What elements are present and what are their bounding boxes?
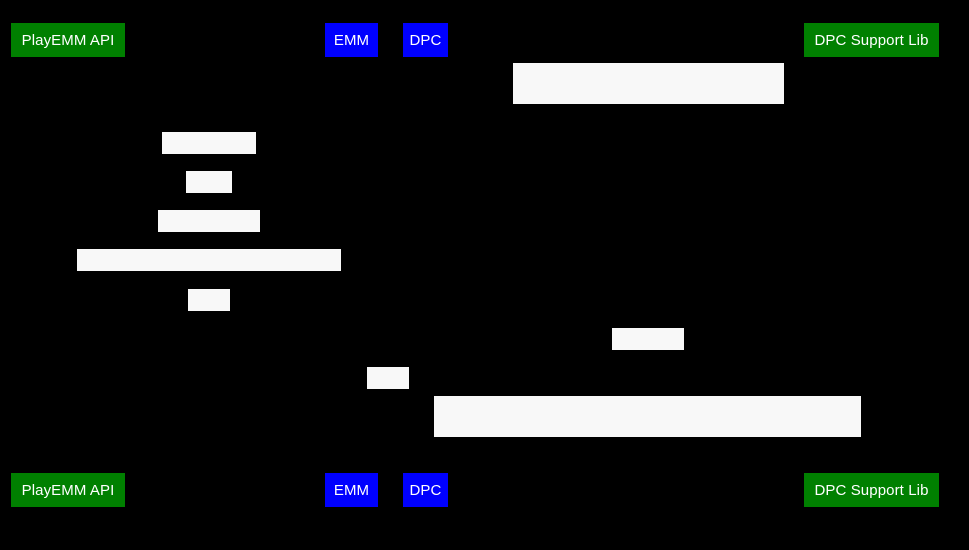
participant-footer-playemm-api-label: PlayEMM API <box>21 481 115 499</box>
participant-footer-emm[interactable]: EMM <box>325 473 378 507</box>
message-line-2: .ensureWorkingEnvironment(callback) <box>521 161 776 178</box>
lifeline-playemm-api <box>68 57 69 473</box>
participant-header-playemm-api[interactable]: PlayEMM API <box>11 23 125 57</box>
arrow-users-insert <box>68 154 351 155</box>
message-label-token-to-emm[interactable]: token <box>188 289 230 346</box>
participant-footer-dpc-support-lib-label: DPC Support Lib <box>814 481 929 499</box>
arrow-ensure-working-environment <box>425 104 871 105</box>
arrow-add-android-for-work-account <box>425 437 871 438</box>
participant-footer-playemm-api[interactable]: PlayEMM API <box>11 473 125 507</box>
participant-header-dpc-support-lib[interactable]: DPC Support Lib <box>804 23 939 57</box>
message-label-ensure-working-environment[interactable]: androidForWorkAccountSupport .ensureWork… <box>513 63 784 178</box>
sequence-diagram-canvas: PlayEMM API EMM DPC DPC Support Lib andr… <box>11 23 939 511</box>
arrow-token-to-emm <box>68 311 351 312</box>
participant-header-emm-label: EMM <box>333 31 370 49</box>
message-line-1: androidForWorkAccountSupport <box>541 104 756 121</box>
participant-footer-dpc-support-lib[interactable]: DPC Support Lib <box>804 473 939 507</box>
participant-footer-dpc-label: DPC <box>409 481 442 499</box>
participant-footer-dpc[interactable]: DPC <box>403 473 448 507</box>
message-line-1: androidForWorkAccountSupport <box>540 437 755 454</box>
message-line-1: callback() <box>615 368 681 385</box>
message-label-user-id[interactable]: userID <box>186 171 233 228</box>
lifeline-dpc <box>425 57 426 473</box>
message-label-add-android-for-work-account[interactable]: androidForWorkAccountSupport .addAndroid… <box>434 396 861 511</box>
arrow-users-update <box>68 232 351 233</box>
participant-header-dpc-support-lib-label: DPC Support Lib <box>814 31 929 49</box>
message-label-users-generate-authentication-token[interactable]: users.generateAuthenticationToken() <box>77 249 341 306</box>
arrow-users-generate-authentication-token <box>68 271 351 272</box>
message-label-users-insert[interactable]: users.insert() <box>162 132 256 189</box>
lifeline-emm <box>351 57 352 473</box>
message-label-token-to-dpc[interactable]: token <box>367 367 409 424</box>
arrow-callback <box>425 350 871 351</box>
arrow-token-to-dpc <box>351 389 425 390</box>
participant-header-dpc[interactable]: DPC <box>403 23 448 57</box>
lifeline-dpc-support-lib <box>871 57 872 473</box>
arrow-user-id <box>68 193 351 194</box>
participant-header-playemm-api-label: PlayEMM API <box>21 31 115 49</box>
message-line-1: token <box>191 329 228 346</box>
participant-header-dpc-label: DPC <box>409 31 442 49</box>
message-line-2: .addAndroidForWorkAccount(token, account… <box>447 494 848 511</box>
participant-header-emm[interactable]: EMM <box>325 23 378 57</box>
participant-footer-emm-label: EMM <box>333 481 370 499</box>
message-label-callback[interactable]: callback() <box>612 328 684 385</box>
message-line-1: token <box>370 407 407 424</box>
message-label-users-update[interactable]: users.update() <box>158 210 260 267</box>
